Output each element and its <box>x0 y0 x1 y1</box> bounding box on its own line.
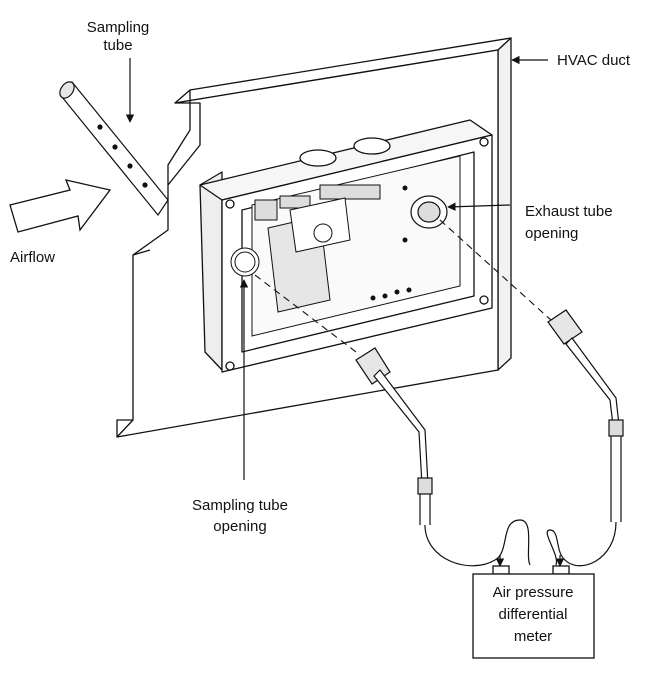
exhaust-opening-label-line2: opening <box>525 225 578 242</box>
exhaust-hose <box>547 309 624 522</box>
hvac-duct-label: HVAC duct <box>557 52 631 69</box>
exhaust-opening-pointer <box>447 202 511 211</box>
meter-arrows <box>495 555 565 567</box>
airflow-arrow <box>9 179 112 233</box>
alignment-lines <box>254 219 563 356</box>
airflow-label: Airflow <box>10 249 55 266</box>
sampling-tube-label-line2: tube <box>103 37 132 54</box>
meter-label-line3: meter <box>514 628 552 645</box>
meter-label-line2: differential <box>499 606 568 623</box>
sampling-tube-label-line1: Sampling <box>87 19 150 36</box>
sampling-opening-label-line1: Sampling tube <box>192 497 288 514</box>
sampling-tube <box>59 80 169 217</box>
sampling-opening-label-line2: opening <box>213 518 266 535</box>
circuit-board <box>230 155 461 337</box>
exhaust-opening-label-line1: Exhaust tube <box>525 203 613 220</box>
meter-label-line1: Air pressure <box>493 584 574 601</box>
pressure-meter <box>472 565 595 659</box>
sampling-hose <box>355 347 433 525</box>
exhaust-port <box>410 195 448 229</box>
meter-hoses <box>424 519 617 567</box>
